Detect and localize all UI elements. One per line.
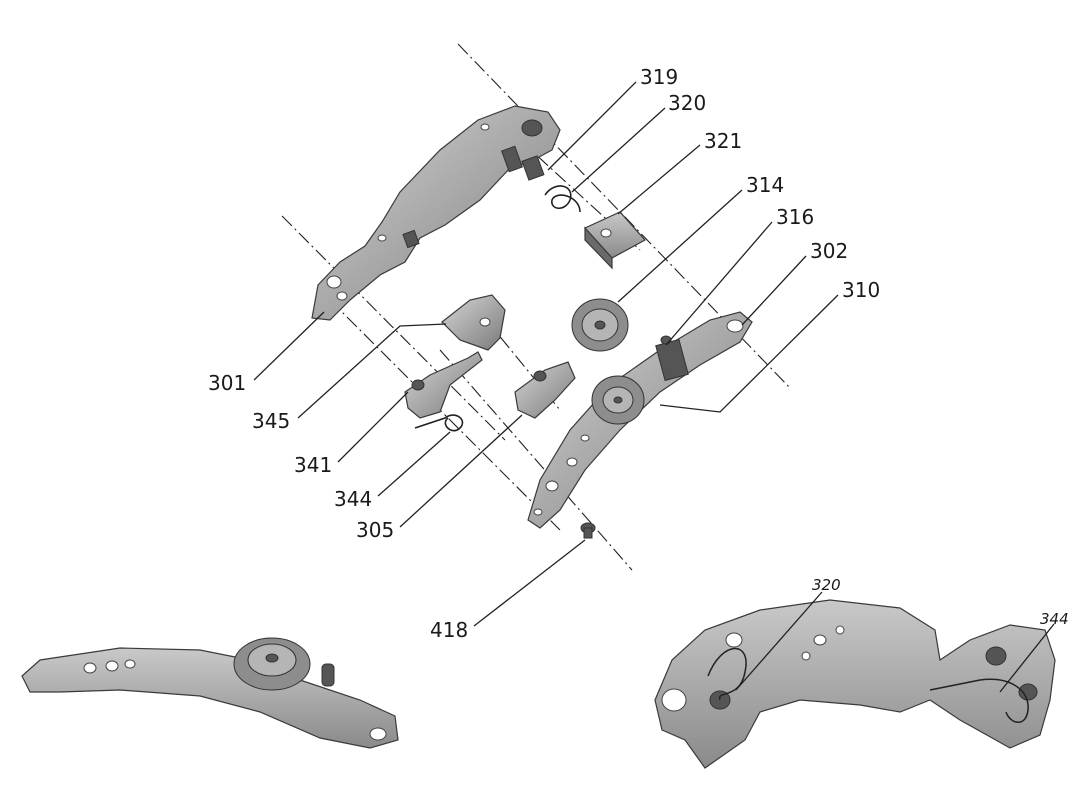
callout-302: 302 — [810, 239, 848, 263]
spring-part — [544, 185, 581, 213]
spring-part — [414, 414, 464, 432]
assembled-bridge-photo — [654, 591, 1056, 769]
callout-301: 301 — [208, 371, 246, 395]
lever-part — [514, 361, 576, 419]
callout-344: 344 — [334, 487, 372, 511]
callout-320: 320 — [668, 91, 706, 115]
inset-callout-344: 344 — [1040, 610, 1069, 628]
inset-callout-320: 320 — [812, 576, 841, 594]
screw-part — [580, 522, 596, 539]
lower-bridge-part — [527, 311, 753, 529]
block-part — [584, 211, 646, 270]
leader-lines — [253, 81, 839, 627]
inset-labels: 320 344 — [812, 576, 1069, 628]
callout-341: 341 — [294, 453, 332, 477]
callout-305: 305 — [356, 518, 394, 542]
lever-part — [441, 294, 506, 351]
assembled-plate-photo — [21, 637, 399, 749]
callout-314: 314 — [746, 173, 784, 197]
gear-part — [591, 375, 645, 425]
upper-bridge-part — [311, 105, 561, 321]
assembly-axes — [281, 43, 791, 571]
callout-321: 321 — [704, 129, 742, 153]
callout-316: 316 — [776, 205, 814, 229]
callout-310: 310 — [842, 278, 880, 302]
gear-part — [571, 298, 629, 352]
lever-part — [404, 351, 483, 419]
callout-418: 418 — [430, 618, 468, 642]
callout-319: 319 — [640, 65, 678, 89]
callout-345: 345 — [252, 409, 290, 433]
callout-labels: 319 320 321 314 316 302 310 301 345 341 … — [208, 65, 880, 642]
